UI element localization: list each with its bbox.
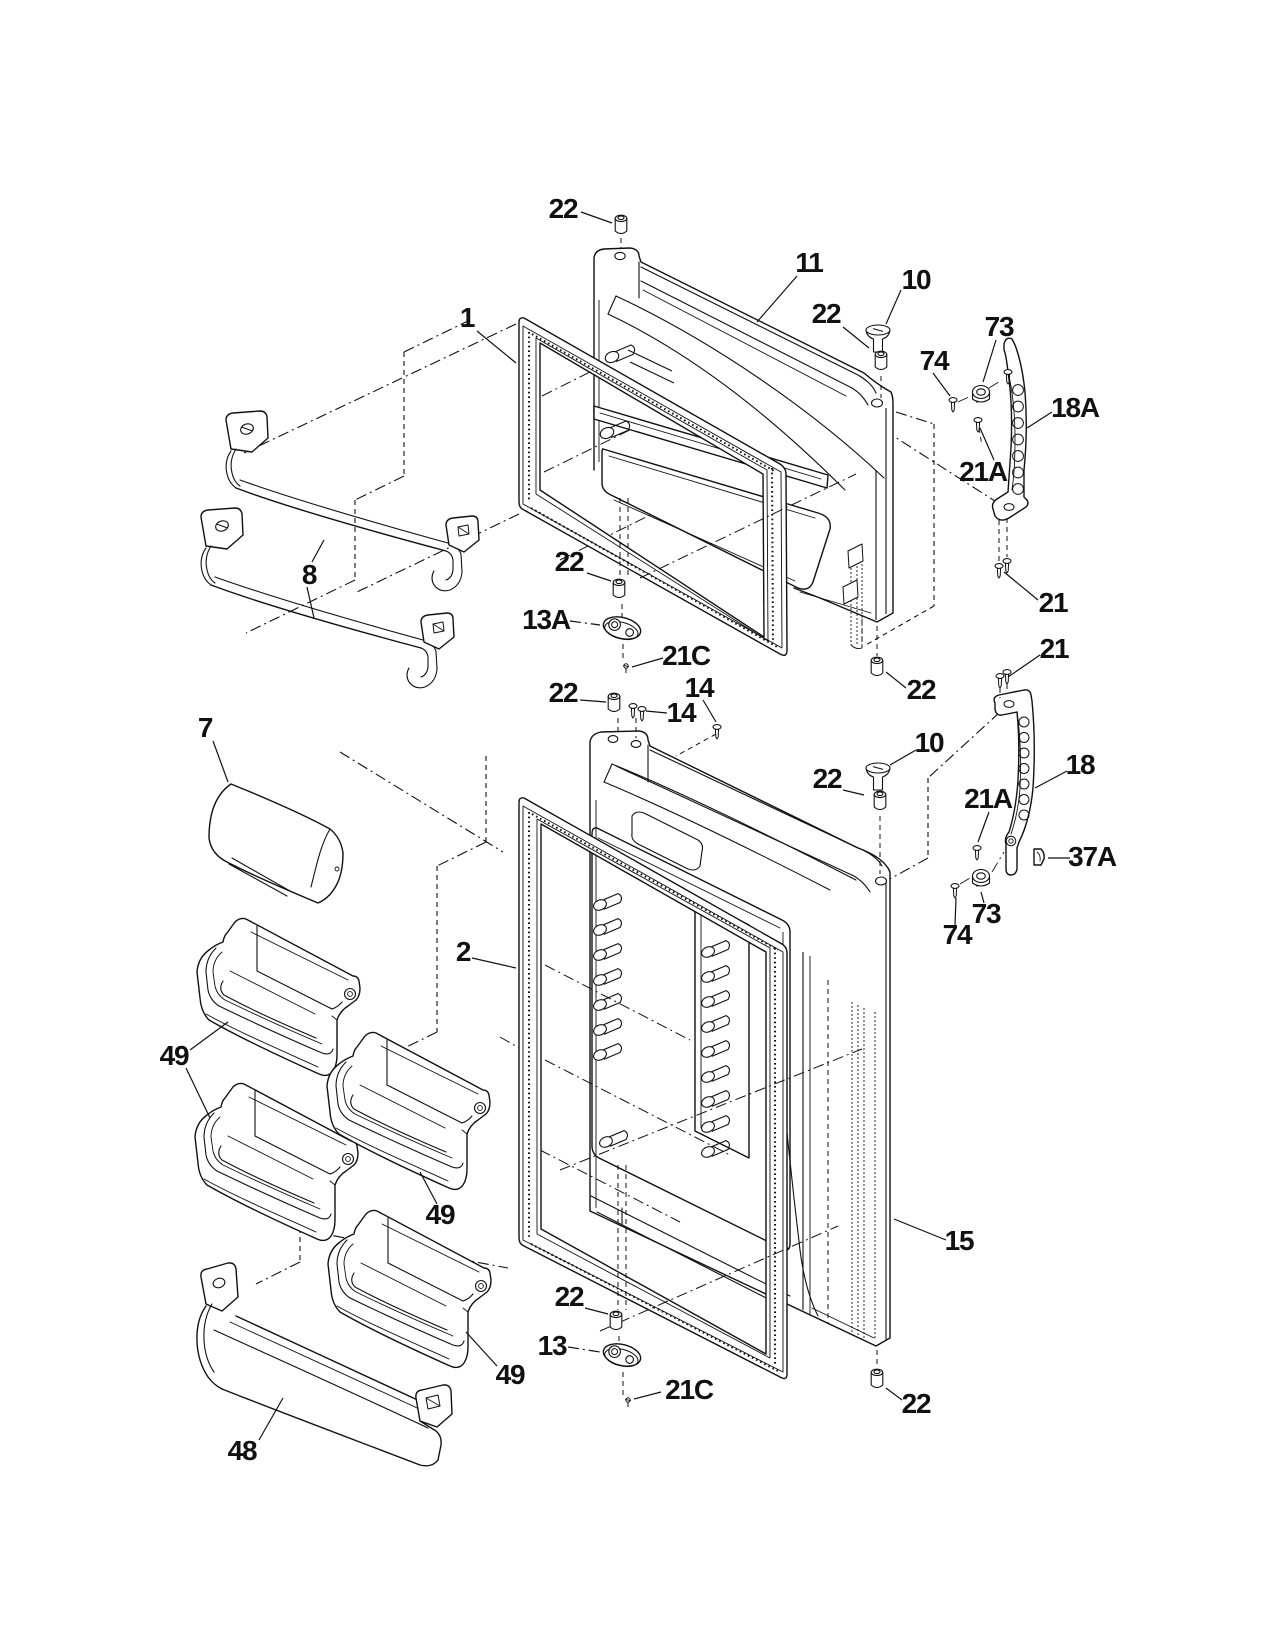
svg-text:21A: 21A (964, 783, 1013, 814)
svg-text:18: 18 (1066, 749, 1095, 780)
svg-text:1: 1 (460, 302, 475, 333)
svg-text:2: 2 (456, 936, 471, 967)
svg-text:74: 74 (943, 919, 973, 950)
svg-text:37A: 37A (1068, 841, 1117, 872)
svg-text:21C: 21C (665, 1374, 714, 1405)
svg-text:21: 21 (1040, 633, 1069, 664)
svg-text:22: 22 (555, 546, 584, 577)
svg-text:22: 22 (549, 193, 578, 224)
svg-text:10: 10 (902, 264, 931, 295)
svg-text:73: 73 (985, 311, 1014, 342)
svg-text:21C: 21C (662, 640, 711, 671)
svg-text:8: 8 (302, 559, 317, 590)
svg-text:49: 49 (426, 1199, 455, 1230)
svg-text:49: 49 (496, 1359, 525, 1390)
svg-text:73: 73 (972, 898, 1001, 929)
svg-text:11: 11 (795, 247, 823, 278)
svg-text:15: 15 (945, 1225, 974, 1256)
svg-text:13: 13 (538, 1330, 567, 1361)
svg-text:49: 49 (160, 1040, 189, 1071)
svg-text:18A: 18A (1051, 392, 1100, 423)
svg-text:13A: 13A (522, 604, 571, 635)
svg-text:22: 22 (907, 674, 936, 705)
svg-text:14: 14 (685, 672, 715, 703)
svg-text:10: 10 (915, 727, 944, 758)
svg-text:21: 21 (1039, 587, 1068, 618)
svg-text:48: 48 (228, 1435, 257, 1466)
svg-text:21A: 21A (959, 456, 1008, 487)
svg-text:74: 74 (920, 345, 950, 376)
svg-text:22: 22 (902, 1388, 931, 1419)
svg-text:22: 22 (812, 298, 841, 329)
svg-text:22: 22 (549, 677, 578, 708)
svg-text:22: 22 (813, 763, 842, 794)
svg-text:14: 14 (667, 697, 697, 728)
svg-text:22: 22 (555, 1281, 584, 1312)
svg-text:7: 7 (198, 712, 213, 743)
